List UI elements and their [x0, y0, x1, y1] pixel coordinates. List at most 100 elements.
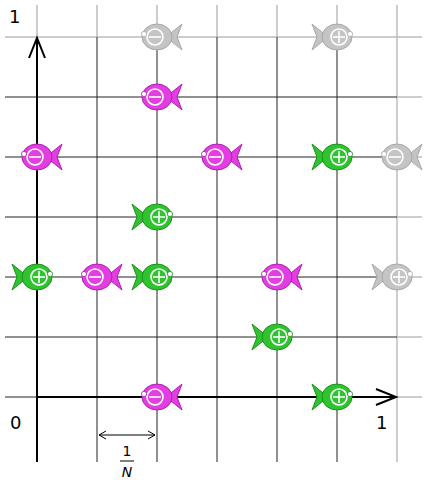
negative-fish — [141, 24, 182, 50]
charge-symbol — [331, 389, 347, 405]
fish-eye — [21, 151, 26, 156]
fish-eye — [141, 91, 146, 96]
positive-fish — [312, 24, 353, 50]
negative-fish — [81, 264, 122, 290]
charge-bar — [149, 96, 161, 98]
charge-symbol — [147, 389, 163, 405]
grid-line-gray — [96, 5, 98, 37]
x-axis — [37, 396, 396, 398]
charge-bar — [338, 151, 340, 163]
charge-symbol — [87, 269, 103, 285]
grid-line — [5, 277, 397, 278]
charge-symbol — [271, 329, 287, 345]
fish-eye — [407, 271, 412, 276]
fraction-bar — [120, 461, 134, 462]
charge-bar — [158, 271, 160, 283]
origin-label: 0 — [10, 414, 21, 432]
fish-body — [22, 264, 52, 290]
fish-body — [262, 264, 292, 290]
fish-body — [142, 384, 172, 410]
charge-symbol — [27, 149, 43, 165]
grid-line — [5, 97, 397, 98]
negative-fish — [141, 384, 182, 410]
fish-body — [202, 144, 232, 170]
charge-symbol — [147, 29, 163, 45]
fish-body — [382, 144, 412, 170]
charge-bar — [149, 36, 161, 38]
positive-fish — [132, 204, 173, 230]
fish-body — [142, 264, 172, 290]
negative-fish — [141, 84, 182, 110]
charge-bar — [278, 331, 280, 343]
grid-line-gray — [397, 96, 422, 98]
negative-fish — [381, 144, 422, 170]
charge-bar — [209, 156, 221, 158]
charge-bar — [389, 156, 401, 158]
charge-bar — [269, 276, 281, 278]
grid-line-gray — [276, 5, 278, 37]
charge-bar — [158, 211, 160, 223]
negative-fish — [261, 264, 302, 290]
charge-symbol — [31, 269, 47, 285]
y-axis — [36, 38, 38, 462]
grid-line-gray — [396, 5, 398, 462]
grid-line-gray — [397, 216, 422, 218]
fish-body — [262, 324, 292, 350]
grid-line — [5, 217, 397, 218]
charge-bar — [89, 276, 101, 278]
fish-eye — [141, 391, 146, 396]
charge-bar — [29, 156, 41, 158]
grid-line — [277, 37, 278, 462]
axis-value: 1 — [9, 8, 20, 26]
fish-eye — [167, 271, 172, 276]
charge-symbol — [391, 269, 407, 285]
grid-line-gray — [36, 5, 38, 37]
positive-fish — [312, 144, 353, 170]
fish-eye — [347, 151, 352, 156]
grid-line-gray — [5, 36, 422, 38]
dimension-arrowhead — [148, 431, 155, 439]
charge-bar — [338, 391, 340, 403]
grid-line-gray — [397, 336, 422, 338]
charge-symbol — [147, 89, 163, 105]
grid-line-gray — [216, 5, 218, 37]
fish-eye — [201, 151, 206, 156]
positive-fish — [12, 264, 53, 290]
axis-arrowhead — [376, 389, 396, 405]
fish-body — [382, 264, 412, 290]
dimension-line — [99, 435, 155, 436]
grid-line-gray — [397, 396, 422, 398]
negative-fish — [201, 144, 242, 170]
charge-symbol — [151, 269, 167, 285]
charge-symbol — [151, 209, 167, 225]
fish-body — [322, 384, 352, 410]
fish-eye — [261, 271, 266, 276]
charge-bar — [338, 31, 340, 43]
fish-body — [82, 264, 112, 290]
dimension-arrowhead — [99, 431, 106, 439]
grid-line — [217, 37, 218, 462]
fish-body — [142, 84, 172, 110]
fish-body — [322, 24, 352, 50]
charge-symbol — [387, 149, 403, 165]
fish-body — [142, 24, 172, 50]
fish-body — [322, 144, 352, 170]
axis-value: 1 — [376, 414, 387, 432]
positive-fish — [312, 384, 353, 410]
fish-eye — [81, 271, 86, 276]
fish-eye — [287, 331, 292, 336]
charge-symbol — [267, 269, 283, 285]
fish-body — [142, 204, 172, 230]
positive-fish — [252, 324, 293, 350]
fraction-denominator: N — [122, 465, 132, 479]
positive-fish — [132, 264, 173, 290]
negative-fish — [21, 144, 62, 170]
fish-eye — [47, 271, 52, 276]
grid-line — [5, 397, 37, 398]
charge-bar — [398, 271, 400, 283]
grid-line — [5, 337, 397, 338]
fish-eye — [347, 391, 352, 396]
fish-body — [22, 144, 52, 170]
fish-eye — [381, 151, 386, 156]
